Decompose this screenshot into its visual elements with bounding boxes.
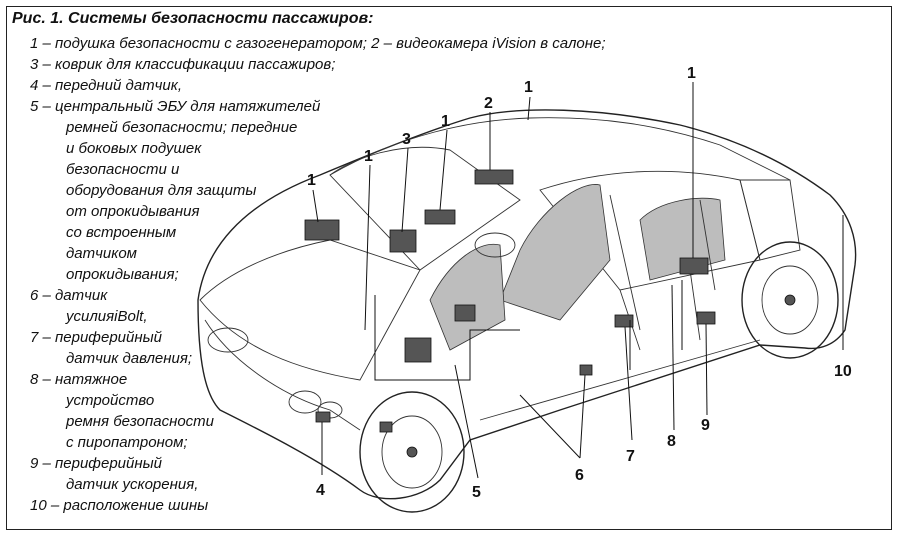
- c-pillar: [689, 269, 701, 341]
- legend-line: устройство: [66, 392, 155, 409]
- legend-line: 9 – периферийный: [30, 455, 163, 472]
- figure-title: Рис. 1. Системы безопасности пассажиров:: [12, 10, 374, 27]
- legend-line: ремня безопасности: [66, 413, 215, 430]
- callout-label: 2: [484, 95, 493, 112]
- door-sill: [479, 339, 761, 421]
- legend-line: 10 – расположение шины: [30, 497, 209, 514]
- legend-line: ремней безопасности; передние: [66, 119, 298, 136]
- leader-line: [705, 323, 708, 416]
- roof-line: [329, 117, 791, 181]
- legend-line: от опрокидывания: [66, 203, 200, 220]
- rear-wheel-hub: [784, 294, 796, 306]
- front-wheel-hub: [406, 446, 418, 458]
- front-wheel: [359, 391, 465, 513]
- legend-line: усилияiBolt,: [66, 308, 148, 325]
- legend-line: датчик давления;: [66, 350, 193, 367]
- airbag-module: [424, 209, 456, 225]
- leader-line: [401, 147, 409, 233]
- leader-line: [519, 394, 581, 459]
- camera-module: [474, 169, 514, 185]
- legend-line: и боковых подушек: [66, 140, 202, 157]
- legend-line: 3 – коврик для классификации пассажиров;: [30, 56, 336, 73]
- figure-frame: [6, 6, 892, 530]
- windshield: [329, 146, 521, 271]
- callout-label: 10: [834, 363, 852, 380]
- rear-wheel-rim: [761, 265, 819, 335]
- callout-label: 1: [524, 79, 533, 96]
- leader-line: [312, 189, 319, 223]
- legend-line: 4 – передний датчик,: [30, 77, 183, 94]
- callout-label: 8: [667, 433, 676, 450]
- legend-line: 7 – периферийный: [30, 329, 163, 346]
- callout-label: 1: [307, 172, 316, 189]
- legend-line: безопасности и: [66, 161, 180, 178]
- callout-label: 3: [402, 131, 411, 148]
- callout-label: 1: [441, 113, 450, 130]
- rear-wheel: [741, 241, 839, 359]
- callout-label: 1: [687, 65, 696, 82]
- grille: [207, 327, 249, 353]
- callout-label: 9: [701, 417, 710, 434]
- front-bumper: [204, 319, 361, 431]
- legend-line: с пиропатроном;: [66, 434, 188, 451]
- callout-label: 5: [472, 484, 481, 501]
- leader-line: [364, 164, 371, 331]
- driver-seat: [429, 243, 506, 351]
- pressure-sensor: [614, 314, 634, 328]
- steering-wheel: [474, 232, 516, 258]
- legend-line: 1 – подушка безопасности с газогенератор…: [30, 35, 606, 52]
- legend-line: датчиком: [66, 245, 137, 262]
- rear-window: [739, 179, 801, 261]
- airbag-module: [679, 257, 709, 275]
- bus-line: [374, 295, 520, 381]
- leader-line: [439, 129, 448, 211]
- legend-line: датчик ускорения,: [66, 476, 199, 493]
- bolt-sensor: [454, 304, 476, 322]
- legend-line: 6 – датчик: [30, 287, 108, 304]
- leader-line: [454, 364, 479, 479]
- seat-belt: [609, 194, 641, 331]
- legend-line: опрокидывания;: [66, 266, 179, 283]
- bolt-sensor: [579, 364, 593, 376]
- airbag-module: [304, 219, 340, 241]
- callout-label: 4: [316, 482, 325, 499]
- callout-label: 1: [364, 148, 373, 165]
- headlight-left: [288, 390, 322, 414]
- front-seat: [499, 184, 611, 321]
- front-sensor: [315, 411, 331, 423]
- seat-belt: [699, 199, 716, 291]
- leader-line: [527, 96, 531, 121]
- central-ecu: [404, 337, 432, 363]
- legend-line: 8 – натяжное: [30, 371, 128, 388]
- legend-line: оборудования для защиты: [66, 182, 257, 199]
- leader-line: [671, 284, 675, 431]
- legend-line: 5 – центральный ЭБУ для натяжителей: [30, 98, 321, 115]
- callout-label: 6: [575, 467, 584, 484]
- front-sensor: [379, 421, 393, 433]
- acceleration-sensor: [696, 311, 716, 325]
- hood: [199, 239, 421, 381]
- front-wheel-rim: [381, 415, 443, 489]
- callout-label: 7: [626, 448, 635, 465]
- mat-sensor: [389, 229, 417, 253]
- leader-line: [624, 326, 633, 441]
- legend-line: со встроенным: [66, 224, 177, 241]
- leader-line: [579, 374, 586, 459]
